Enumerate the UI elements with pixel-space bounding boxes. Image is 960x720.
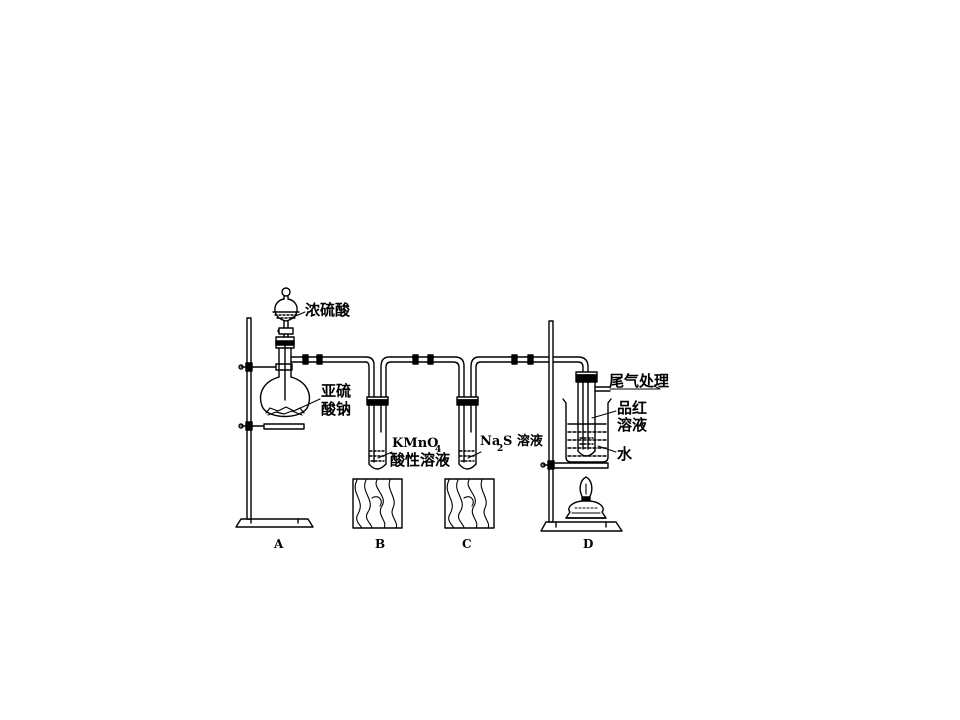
gas-tubing	[302, 354, 589, 398]
label-na2s-na: Na	[480, 434, 501, 449]
round-bottom-flask	[259, 336, 311, 418]
separatory-funnel	[272, 287, 300, 338]
label-kmno4: KMnO	[392, 436, 438, 451]
label-water: 水	[617, 445, 633, 463]
label-pinhong-line1: 品红	[617, 399, 647, 417]
label-apparatus-c: C	[462, 537, 472, 551]
label-apparatus-a: A	[273, 537, 284, 551]
label-conc-acid: 浓硫酸	[305, 301, 351, 319]
wood-block-b	[352, 478, 403, 529]
label-sulfite-line1: 亚硫	[321, 382, 351, 400]
label-tail-gas: 尾气处理	[609, 372, 669, 390]
label-kmno4-acidic: 酸性溶液	[390, 451, 451, 469]
label-pinhong-line2: 溶液	[617, 416, 648, 434]
water-bath-beaker	[562, 398, 612, 463]
test-tube-d	[575, 371, 661, 457]
label-apparatus-d: D	[583, 537, 593, 551]
label-kmno4-subscript: 4	[435, 445, 441, 455]
labels: 浓硫酸 亚硫 酸钠 KMnO 4 酸性溶液 Na 2 S 溶液 尾气处理 品红 …	[273, 301, 669, 551]
leader-lines	[290, 311, 617, 459]
label-sulfite-line2: 酸钠	[321, 400, 351, 418]
test-tube-c	[456, 396, 479, 470]
alcohol-lamp	[565, 476, 607, 519]
label-apparatus-b: B	[375, 537, 385, 551]
stand-d	[540, 320, 623, 532]
label-na2s-solution: S 溶液	[503, 433, 543, 449]
test-tube-b	[366, 396, 389, 470]
stand-a	[235, 317, 314, 528]
wood-block-c	[444, 478, 495, 529]
label-na2s-subscript: 2	[497, 444, 503, 454]
